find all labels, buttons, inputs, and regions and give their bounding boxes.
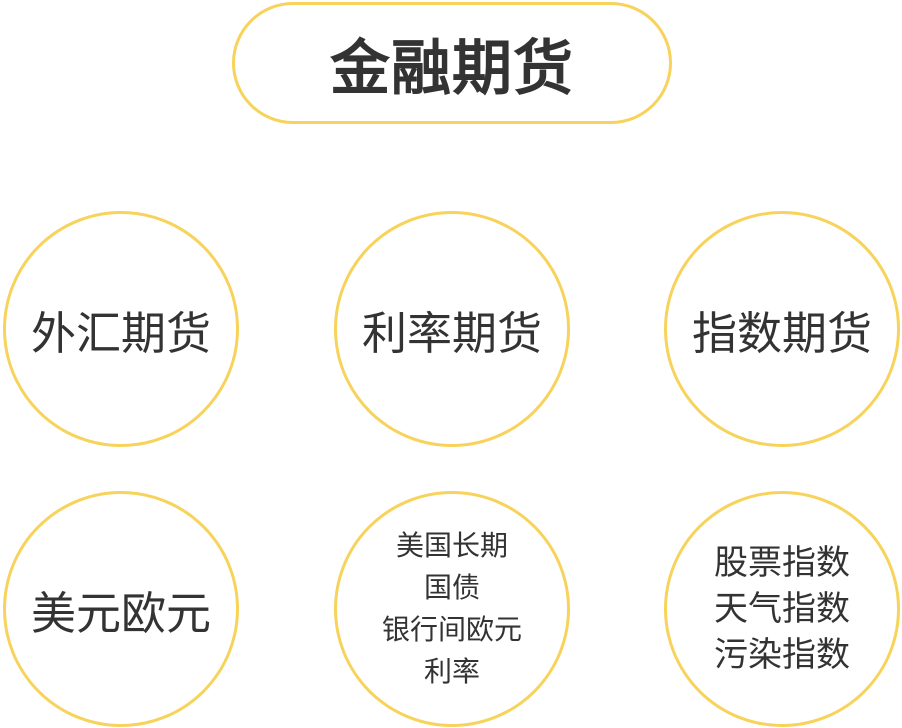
example-line: 银行间欧元	[381, 613, 522, 646]
example-line: 天气指数	[714, 589, 850, 629]
example-line: 污染指数	[714, 635, 850, 675]
example-node-interest-rate: 美国长期 国债 银行间欧元 利率	[334, 491, 570, 727]
example-line: 国债	[423, 571, 480, 604]
category-node-interest-rate: 利率期货	[334, 211, 570, 447]
example-line: 股票指数	[714, 543, 850, 583]
example-lines-interest-rate: 美国长期 国债 银行间欧元 利率	[382, 525, 522, 693]
category-node-index: 指数期货	[664, 211, 900, 447]
example-node-index: 股票指数 天气指数 污染指数	[664, 491, 900, 727]
title-node: 金融期货	[232, 2, 672, 124]
category-label-interest-rate: 利率期货	[361, 306, 542, 360]
category-label-index: 指数期货	[691, 306, 872, 360]
example-label-forex: 美元欧元	[30, 586, 211, 640]
category-label-forex: 外汇期货	[30, 306, 211, 360]
example-line: 美国长期	[395, 529, 508, 562]
example-lines-index: 股票指数 天气指数 污染指数	[714, 540, 850, 678]
example-node-forex: 美元欧元	[3, 491, 239, 727]
title-text: 金融期货	[330, 33, 574, 104]
example-line: 利率	[423, 655, 480, 688]
category-node-forex: 外汇期货	[3, 211, 239, 447]
